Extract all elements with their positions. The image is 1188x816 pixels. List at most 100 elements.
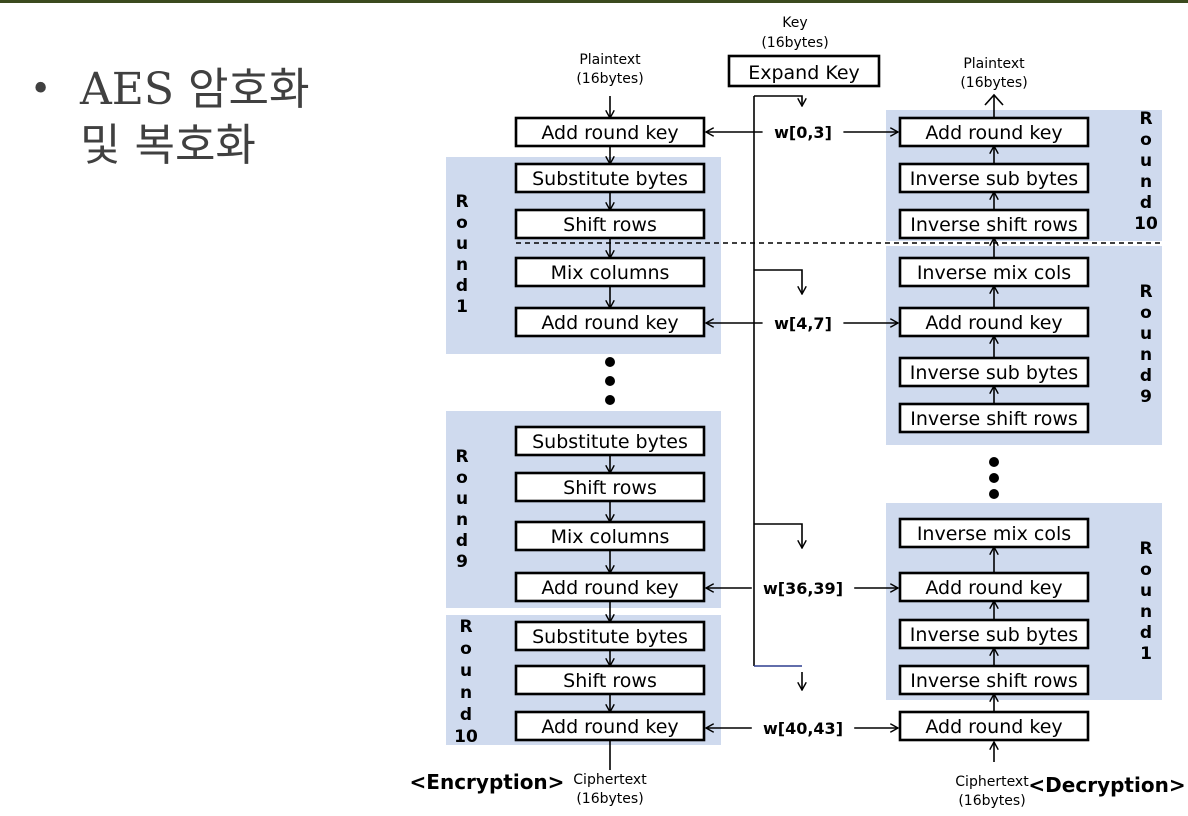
dec-box: Inverse sub bytes: [898, 356, 1090, 388]
dec-box: Inverse mix cols: [898, 256, 1090, 288]
dec-plaintext-size: (16bytes): [960, 75, 1027, 91]
dec-ellipsis-dot: [989, 489, 999, 499]
enc-box: Substitute bytes: [514, 425, 706, 457]
enc-round10-label: R: [459, 617, 472, 637]
enc-ellipsis-dot: [605, 376, 615, 386]
enc-round1-label: d: [456, 276, 468, 296]
enc-box-frame: [514, 306, 706, 338]
dec-round1-label: u: [1140, 581, 1152, 601]
dec-output-arrowhead: [984, 93, 1004, 106]
enc-round10-label: d: [460, 705, 472, 725]
enc-round9-label: u: [456, 489, 468, 509]
round-key-word-label: w[0,3]: [774, 123, 832, 142]
enc-box-label: Shift rows: [563, 477, 657, 499]
dec-round9-label: o: [1140, 303, 1152, 323]
bullet-point: •: [30, 69, 52, 110]
key-label: Key: [782, 15, 807, 31]
dec-round10-label: o: [1140, 130, 1152, 150]
dec-box-frame: [898, 162, 1090, 194]
enc-plaintext-size: (16bytes): [576, 71, 643, 87]
enc-box-label: Substitute bytes: [532, 626, 688, 648]
dec-round1-label: d: [1140, 623, 1152, 643]
dec-box-frame: [898, 571, 1090, 603]
enc-round9-label: o: [456, 468, 468, 488]
expand-key-label: Expand Key: [748, 62, 860, 84]
enc-box: Shift rows: [514, 664, 706, 696]
enc-box: Shift rows: [514, 208, 706, 240]
enc-ellipsis-dot: [605, 395, 615, 405]
dec-round10-label: u: [1140, 151, 1152, 171]
dec-round10-label: 10: [1134, 214, 1158, 234]
enc-box: Add round key: [514, 710, 706, 742]
dec-box-label: Inverse sub bytes: [910, 624, 1078, 646]
dec-box-label: Inverse shift rows: [910, 214, 1078, 236]
enc-round10-label: u: [460, 661, 472, 681]
enc-round9-label: d: [456, 531, 468, 551]
dec-box: Inverse shift rows: [898, 664, 1090, 696]
enc-box-frame: [514, 664, 706, 696]
round-key-word-label: w[36,39]: [763, 579, 843, 598]
enc-box: Mix columns: [514, 256, 706, 288]
key-branch-0: [754, 95, 802, 106]
dec-box-frame: [898, 402, 1090, 434]
dec-round1-label: n: [1140, 602, 1152, 622]
enc-round1-label: o: [456, 213, 468, 233]
dec-box: Add round key: [898, 710, 1090, 742]
dec-box-frame: [898, 517, 1090, 549]
enc-box: Add round key: [514, 116, 706, 148]
key-branch-1: [754, 269, 802, 294]
enc-round10-label: n: [460, 683, 472, 703]
dec-round10-label: R: [1139, 109, 1152, 129]
enc-round9-label: n: [456, 510, 468, 530]
enc-box: Add round key: [514, 306, 706, 338]
enc-box-label: Add round key: [541, 122, 678, 144]
dec-box-frame: [898, 356, 1090, 388]
dec-box-label: Inverse shift rows: [910, 670, 1078, 692]
dec-round10-label: n: [1140, 172, 1152, 192]
enc-box-frame: [514, 471, 706, 503]
enc-box-label: Shift rows: [563, 214, 657, 236]
dec-round9-label: n: [1140, 345, 1152, 365]
enc-box-frame: [514, 116, 706, 148]
enc-box: Substitute bytes: [514, 620, 706, 652]
dec-plaintext-label: Plaintext: [963, 56, 1025, 72]
dec-box-label: Inverse sub bytes: [910, 168, 1078, 190]
enc-box-label: Mix columns: [551, 526, 670, 548]
top-border-bar: [0, 0, 1188, 3]
enc-box-frame: [514, 571, 706, 603]
enc-box-frame: [514, 425, 706, 457]
enc-round9-label: 9: [456, 552, 468, 572]
dec-box: Inverse mix cols: [898, 517, 1090, 549]
dec-box-frame: [898, 618, 1090, 650]
enc-round10-label: o: [460, 639, 472, 659]
enc-box-label: Add round key: [541, 577, 678, 599]
dec-box: Add round key: [898, 306, 1090, 338]
dec-ellipsis-dot: [989, 473, 999, 483]
decryption-caption: <Decryption>: [1028, 773, 1185, 797]
expand-key-box: Expand Key: [727, 54, 881, 88]
enc-box-label: Add round key: [541, 716, 678, 738]
round-key-word-label: w[4,7]: [774, 314, 832, 333]
dec-box-label: Add round key: [925, 122, 1062, 144]
enc-box: Substitute bytes: [514, 162, 706, 194]
enc-box-label: Mix columns: [551, 262, 670, 284]
enc-box-frame: [514, 162, 706, 194]
enc-box-frame: [514, 208, 706, 240]
dec-ellipsis-dot: [989, 457, 999, 467]
dec-box-label: Add round key: [925, 716, 1062, 738]
enc-box-frame: [514, 256, 706, 288]
enc-box: Mix columns: [514, 520, 706, 552]
enc-box-frame: [514, 710, 706, 742]
enc-ellipsis-dot: [605, 357, 615, 367]
dec-round1-label: o: [1140, 560, 1152, 580]
dec-box: Inverse shift rows: [898, 402, 1090, 434]
dec-box-frame: [898, 208, 1090, 240]
enc-round1-label: n: [456, 255, 468, 275]
round-key-word-label: w[40,43]: [763, 719, 843, 738]
enc-box-label: Add round key: [541, 312, 678, 334]
dec-box-frame: [898, 710, 1090, 742]
enc-box: Shift rows: [514, 471, 706, 503]
dec-round9-label: d: [1140, 366, 1152, 386]
encryption-caption: <Encryption>: [410, 770, 565, 794]
